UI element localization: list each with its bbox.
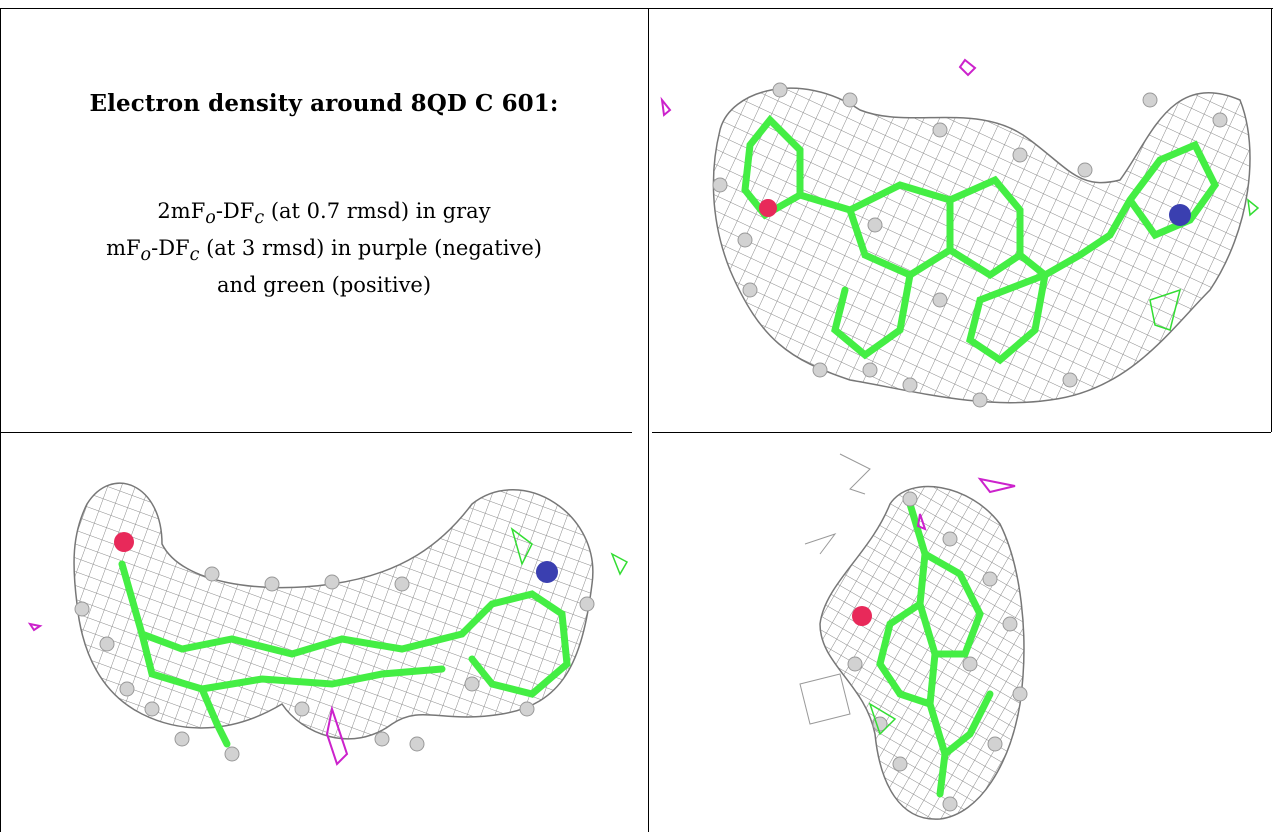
extra-mesh-fragments: [799, 453, 871, 725]
hydrogen-atoms: [712, 82, 1228, 408]
oxygen-atom: [852, 606, 872, 626]
negative-density-blobs: [27, 622, 349, 766]
border-top: [0, 8, 1273, 9]
bottom-left-view: [2, 434, 646, 830]
caption-description: 2mFo-DFc (at 0.7 rmsd) in gray mFo-DFc (…: [0, 196, 648, 300]
hydrogen-atoms: [74, 566, 595, 762]
density-view-bottom-left: [27, 482, 629, 766]
bottom-right-view: [650, 434, 1270, 830]
top-right-view: [650, 10, 1270, 430]
carbon-skeleton: [876, 500, 994, 798]
nitrogen-atom: [1169, 204, 1191, 226]
density-view-top-right: [660, 58, 1260, 408]
caption-title: Electron density around 8QD C 601:: [89, 90, 559, 117]
caption-cell: Electron density around 8QD C 601: 2mFo-…: [0, 0, 648, 432]
negative-density-blobs: [660, 58, 977, 117]
border-right: [1271, 8, 1272, 432]
caption-line-fofc: mFo-DFc (at 3 rmsd) in purple (negative): [106, 236, 542, 266]
positive-density-blobs: [1149, 198, 1260, 331]
border-row-right: [652, 432, 1271, 433]
caption-line-colors: and green (positive): [216, 273, 432, 298]
nitrogen-atom: [536, 561, 558, 583]
density-view-bottom-right: [799, 453, 1028, 820]
border-row-left: [0, 432, 632, 433]
mesh-2fofc: [73, 482, 594, 740]
positive-density-blobs: [868, 702, 897, 736]
hydrogen-atoms: [847, 491, 1028, 812]
positive-density-blobs: [510, 527, 629, 576]
border-left: [0, 8, 1, 832]
negative-density-blobs: [916, 477, 1016, 531]
oxygen-atom: [114, 532, 134, 552]
border-middle: [648, 8, 649, 832]
mesh-2fofc: [712, 87, 1251, 404]
caption-line-2fofc: 2mFo-DFc (at 0.7 rmsd) in gray: [157, 199, 491, 229]
oxygen-atom: [759, 199, 777, 217]
carbon-skeleton: [118, 560, 571, 748]
